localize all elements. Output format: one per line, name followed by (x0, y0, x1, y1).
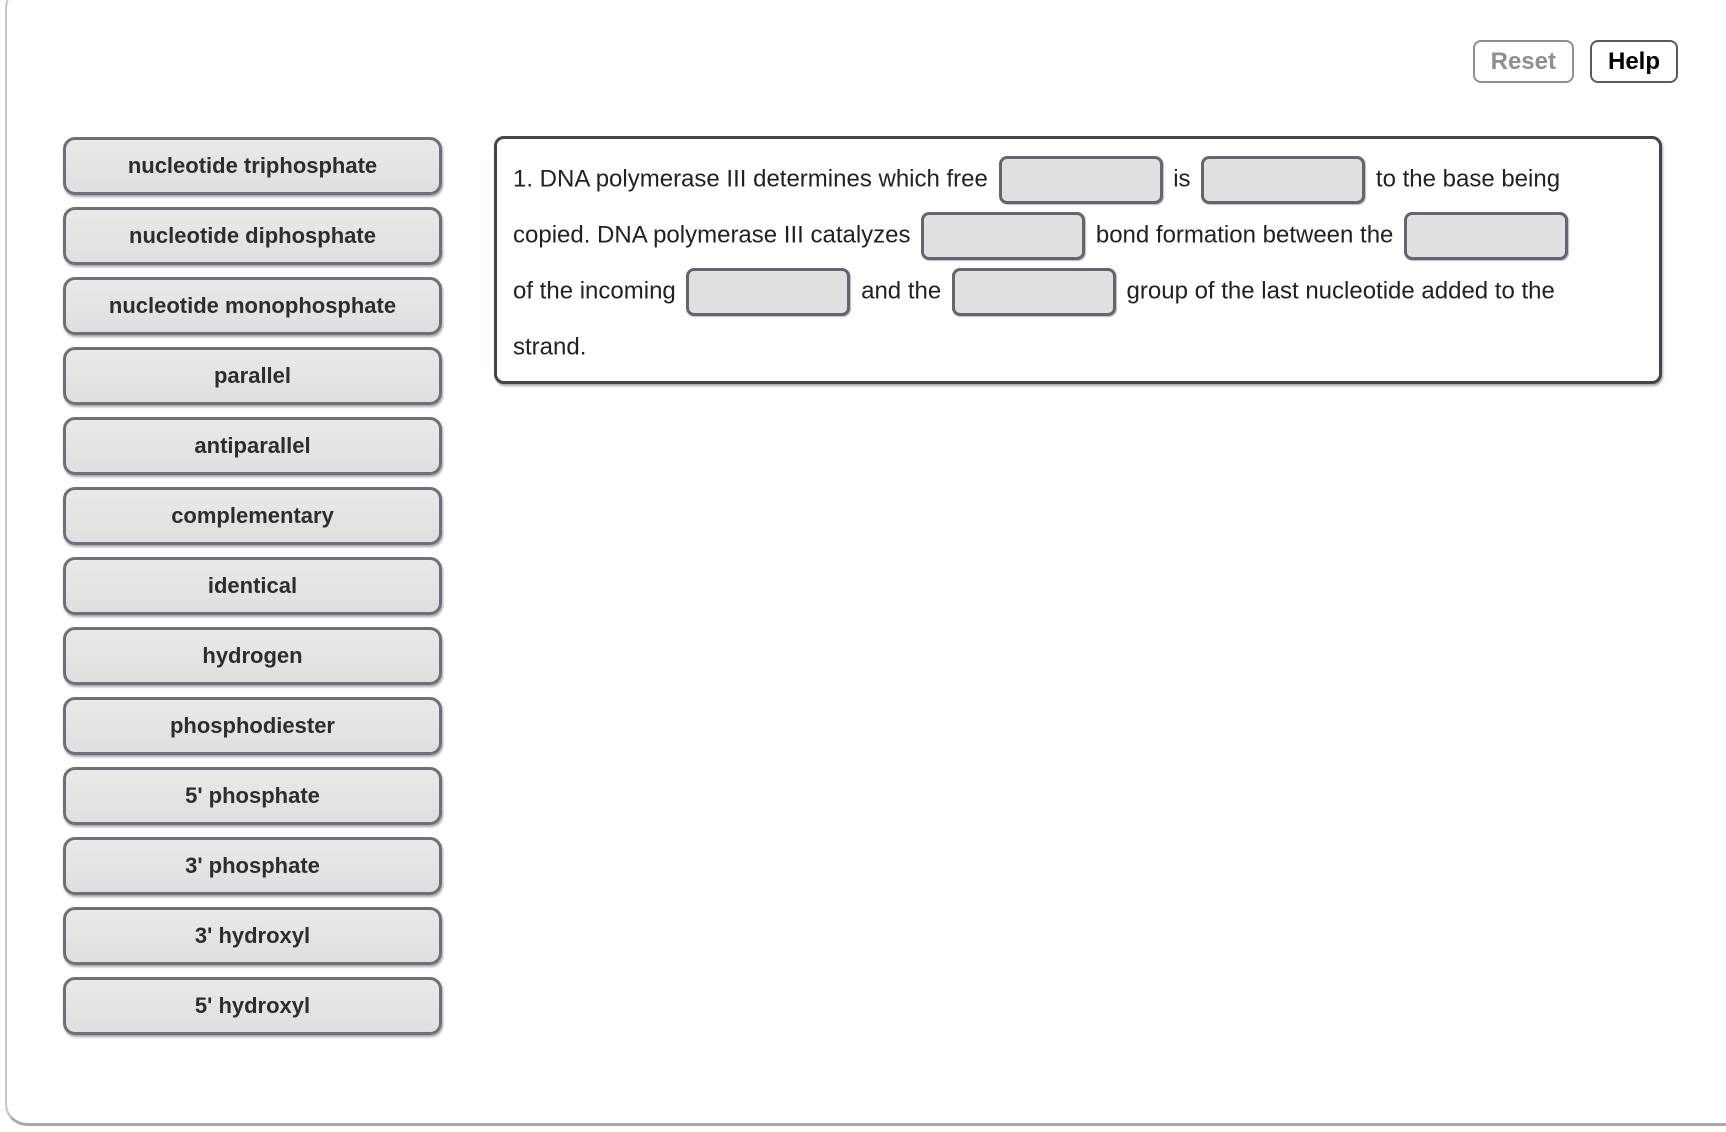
word-bank-item[interactable]: 5' hydroxyl (63, 977, 442, 1035)
question-line: of the incoming and the group of the las… (513, 263, 1643, 319)
question-text: of the incoming (513, 277, 676, 305)
question-text: and the (861, 277, 942, 305)
toolbar: Reset Help (1472, 40, 1678, 83)
question-line: 1. DNA polymerase III determines which f… (513, 151, 1643, 207)
word-bank-item[interactable]: nucleotide triphosphate (63, 137, 442, 195)
question-line: copied. DNA polymerase III catalyzes bon… (513, 207, 1643, 263)
word-bank-item[interactable]: nucleotide monophosphate (63, 277, 442, 335)
word-bank-item[interactable]: parallel (63, 347, 442, 405)
question-text: bond formation between the (1095, 221, 1394, 249)
word-bank-item[interactable]: 3' hydroxyl (63, 907, 442, 965)
question-text: is (1173, 165, 1191, 193)
question-panel: 1. DNA polymerase III determines which f… (494, 136, 1662, 384)
word-bank-item[interactable]: antiparallel (63, 417, 442, 475)
question-text: copied. DNA polymerase III catalyzes (513, 221, 911, 249)
word-bank-item[interactable]: hydrogen (63, 627, 442, 685)
answer-dropzone[interactable] (1404, 211, 1569, 260)
word-bank-item[interactable]: complementary (63, 487, 442, 545)
question-line: strand. (513, 319, 1643, 375)
word-bank-item[interactable]: identical (63, 557, 442, 615)
word-bank-item[interactable]: 5' phosphate (63, 767, 442, 825)
question-text: to the base being (1375, 165, 1561, 193)
question-text: 1. DNA polymerase III determines which f… (513, 165, 988, 193)
answer-dropzone[interactable] (1201, 155, 1366, 204)
answer-dropzone[interactable] (951, 267, 1116, 316)
word-bank-item[interactable]: 3' phosphate (63, 837, 442, 895)
word-bank-item[interactable]: nucleotide diphosphate (63, 207, 442, 265)
question-text: strand. (513, 333, 587, 361)
help-button[interactable]: Help (1589, 40, 1678, 83)
word-bank: nucleotide triphosphate nucleotide diphos… (63, 137, 442, 1047)
answer-dropzone[interactable] (921, 211, 1086, 260)
answer-dropzone[interactable] (686, 267, 851, 316)
answer-dropzone[interactable] (998, 155, 1163, 204)
word-bank-item[interactable]: phosphodiester (63, 697, 442, 755)
question-text: group of the last nucleotide added to th… (1126, 277, 1555, 305)
reset-button[interactable]: Reset (1472, 40, 1574, 83)
